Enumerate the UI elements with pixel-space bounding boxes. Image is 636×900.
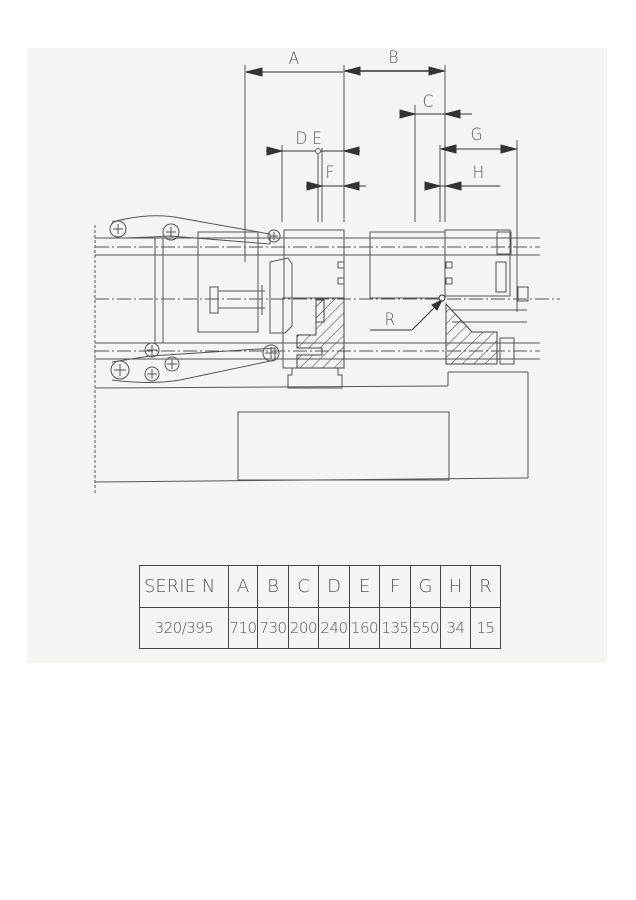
cell-e: 160 (349, 607, 380, 649)
header-a: A (228, 565, 258, 608)
header-serie: SERIE N (139, 565, 229, 608)
dimension-label-r: R (384, 310, 396, 330)
cell-c: 200 (288, 607, 319, 649)
cell-r: 15 (470, 607, 501, 649)
header-r: R (470, 565, 501, 608)
header-f: F (379, 565, 411, 608)
dimension-label-b: B (388, 48, 399, 68)
dimension-label-g: G (470, 125, 483, 145)
cell-d: 240 (318, 607, 350, 649)
cell-f: 135 (379, 607, 411, 649)
dimension-label-c: C (422, 92, 434, 112)
dimensions-table: SERIE N A B C D E F G H R 320/395 710 73… (139, 565, 501, 649)
cell-g: 550 (410, 607, 441, 649)
dimension-label-de: D E (295, 129, 322, 149)
dimension-label-a: A (288, 49, 300, 69)
header-b: B (257, 565, 289, 608)
table-header-row: SERIE N A B C D E F G H R (139, 565, 501, 608)
dimension-label-h: H (472, 163, 485, 183)
cell-b: 730 (257, 607, 289, 649)
header-c: C (288, 565, 319, 608)
dimension-lines (245, 66, 518, 191)
dimension-label-f: F (325, 163, 335, 183)
cell-h: 34 (440, 607, 471, 649)
cell-a: 710 (228, 607, 258, 649)
header-g: G (410, 565, 441, 608)
header-h: H (440, 565, 471, 608)
header-e: E (349, 565, 380, 608)
cell-serie: 320/395 (139, 607, 229, 649)
hatched-sections (296, 297, 498, 369)
radius-leader (370, 294, 446, 331)
header-d: D (318, 565, 350, 608)
table-row: 320/395 710 730 200 240 160 135 550 34 1… (139, 607, 501, 649)
